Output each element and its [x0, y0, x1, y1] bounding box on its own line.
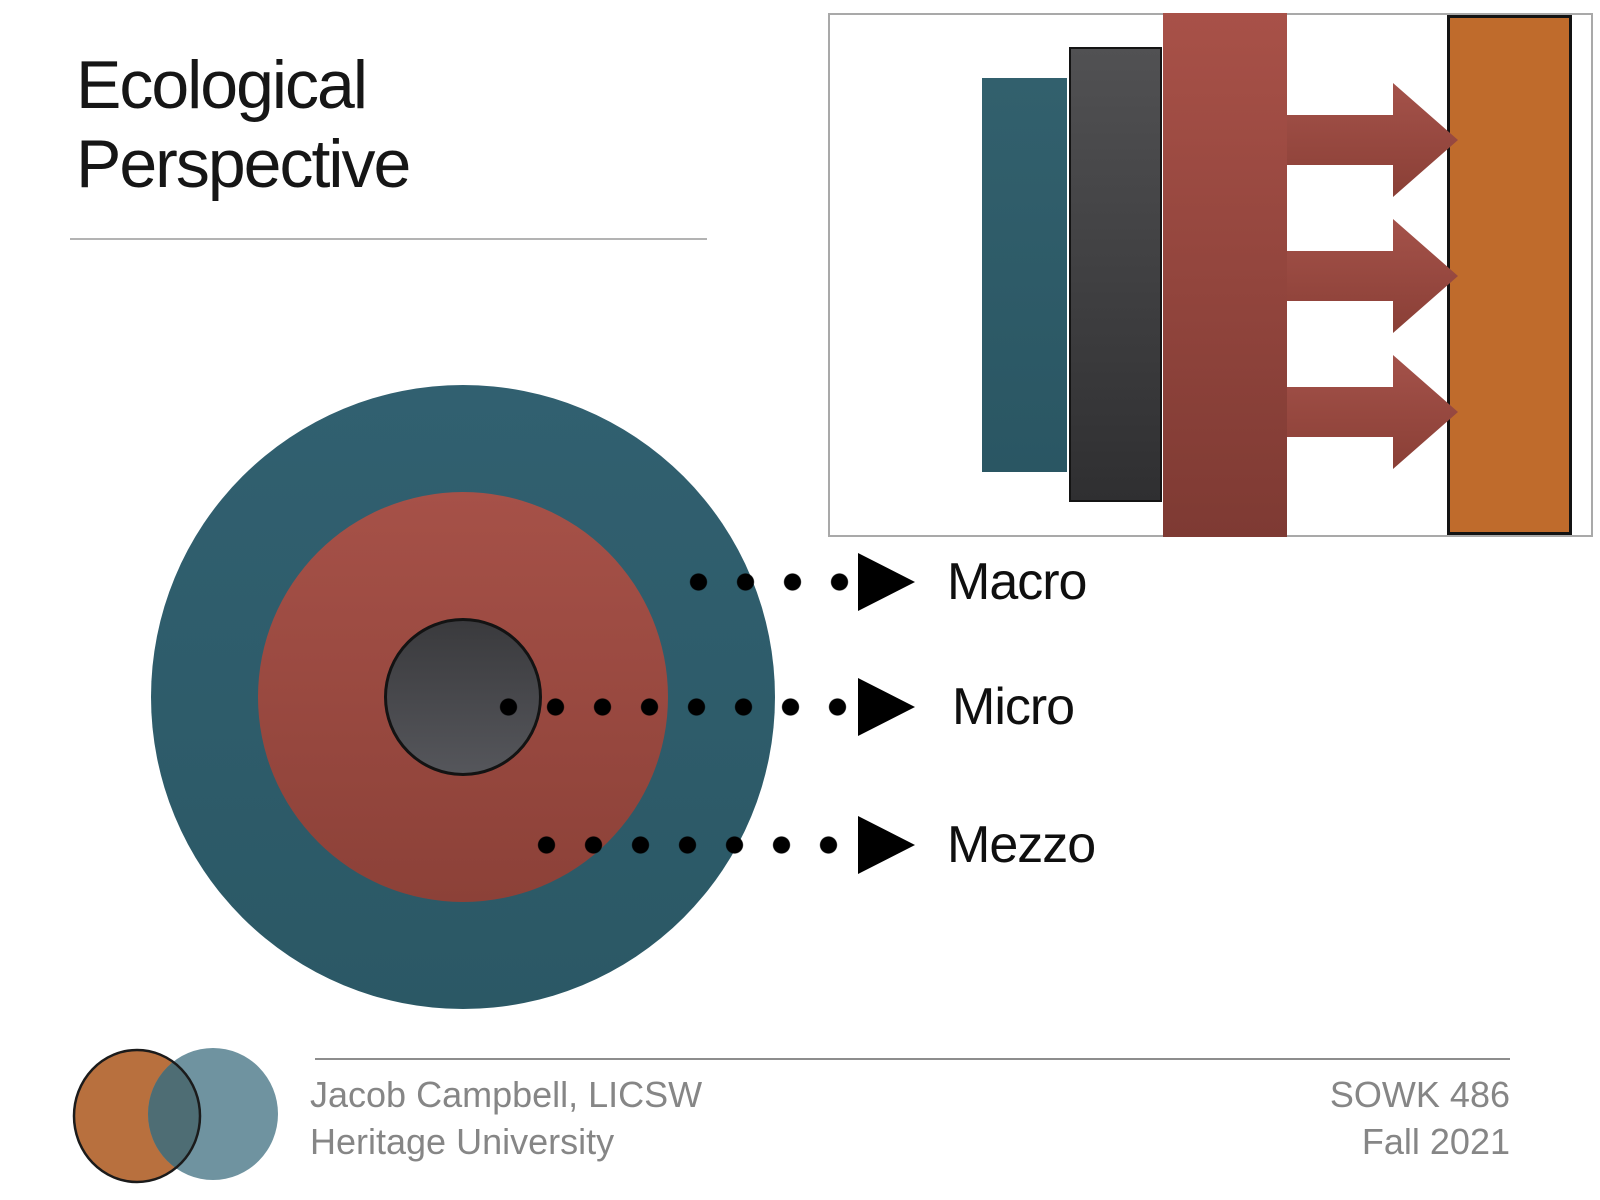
logo-overlap-lens — [148, 1050, 200, 1180]
footer-divider — [315, 1058, 1510, 1060]
arrow-right-icon-3 — [1287, 355, 1458, 469]
mezzo-label: Mezzo — [947, 816, 1096, 874]
macro-leader-dots — [675, 573, 863, 591]
inset-red-bar — [1163, 13, 1287, 537]
micro-inner-circle — [384, 618, 542, 776]
micro-leader-dots — [485, 698, 861, 716]
micro-label: Micro — [952, 678, 1075, 736]
red-arrows-icon — [1287, 83, 1458, 469]
mezzo-triangle-icon — [858, 816, 915, 874]
footer-author: Jacob Campbell, LICSW Heritage University — [310, 1071, 702, 1165]
macro-label: Macro — [947, 553, 1087, 611]
arrow-right-icon-1 — [1287, 83, 1458, 197]
title-line-2: Perspective — [76, 126, 411, 202]
macro-triangle-icon — [858, 553, 915, 611]
footer-course-code: SOWK 486 — [1329, 1074, 1510, 1115]
mezzo-leader-dots — [523, 836, 852, 854]
footer-author-name: Jacob Campbell, LICSW — [310, 1074, 703, 1115]
footer-author-institution: Heritage University — [310, 1121, 615, 1162]
inset-dark-gray-bar — [1069, 47, 1162, 502]
inset-teal-bar — [982, 78, 1067, 472]
title-line-1: Ecological — [76, 47, 368, 123]
footer-term: Fall 2021 — [1361, 1121, 1510, 1162]
inset-orange-bar — [1447, 15, 1572, 535]
overlapping-circles-logo-icon — [72, 1048, 278, 1184]
arrow-right-icon-2 — [1287, 219, 1458, 333]
title-divider — [70, 238, 707, 240]
micro-triangle-icon — [858, 678, 915, 736]
